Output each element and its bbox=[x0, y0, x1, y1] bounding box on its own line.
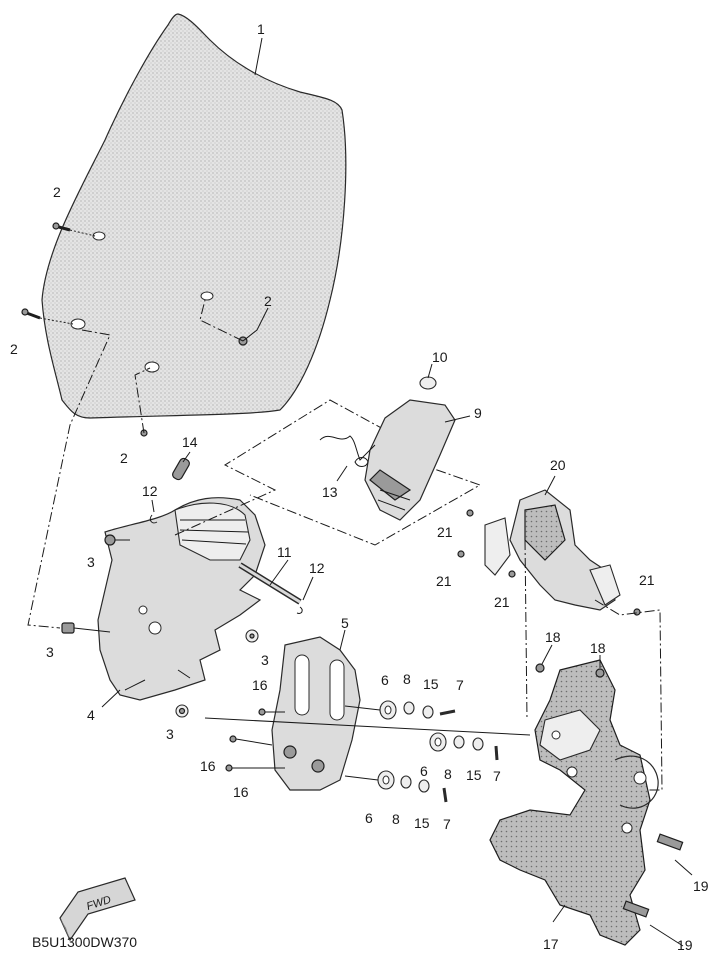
callout-12a: 12 bbox=[142, 483, 158, 499]
callout-6a: 6 bbox=[381, 672, 389, 688]
alignment-line-left bbox=[27, 329, 111, 629]
callout-6c: 6 bbox=[365, 810, 373, 826]
bolt-3b bbox=[61, 622, 111, 634]
callout-18a: 18 bbox=[545, 629, 561, 645]
side-bracket-screw-group bbox=[457, 509, 641, 616]
cowl-bolt-group bbox=[61, 534, 259, 718]
callout-20: 20 bbox=[550, 457, 566, 473]
callout-8a: 8 bbox=[403, 671, 411, 687]
callout-leader-group bbox=[101, 37, 693, 947]
adjuster-plate-part bbox=[271, 636, 361, 791]
callout-16b: 16 bbox=[200, 758, 216, 774]
fwd-arrow-icon: FWD bbox=[59, 877, 136, 942]
bolt-3c bbox=[245, 629, 259, 643]
diagram-code: B5U1300DW370 bbox=[32, 934, 137, 950]
callout-15b: 15 bbox=[466, 767, 482, 783]
callout-3b: 3 bbox=[46, 644, 54, 660]
callout-2a: 2 bbox=[53, 184, 61, 200]
callout-15c: 15 bbox=[414, 815, 430, 831]
callout-7a: 7 bbox=[456, 677, 464, 693]
callout-16a: 16 bbox=[252, 677, 268, 693]
callout-12b: 12 bbox=[309, 560, 325, 576]
callout-13: 13 bbox=[322, 484, 338, 500]
callout-21a: 21 bbox=[437, 524, 453, 540]
callout-4: 4 bbox=[87, 707, 95, 723]
callout-7c: 7 bbox=[443, 816, 451, 832]
alignment-line-right bbox=[524, 539, 663, 791]
callout-16c: 16 bbox=[233, 784, 249, 800]
callout-21c: 21 bbox=[494, 594, 510, 610]
plate-screw-group bbox=[225, 708, 285, 772]
callout-15a: 15 bbox=[423, 676, 439, 692]
screw-2d bbox=[134, 367, 151, 437]
callout-1: 1 bbox=[257, 21, 265, 37]
callout-8b: 8 bbox=[444, 766, 452, 782]
callout-3a: 3 bbox=[87, 554, 95, 570]
rod-part bbox=[238, 562, 302, 605]
callout-2d: 2 bbox=[120, 450, 128, 466]
washer-group bbox=[204, 700, 531, 803]
bolt-3d bbox=[175, 704, 189, 718]
callout-19b: 19 bbox=[677, 937, 693, 953]
side-bracket-part bbox=[484, 489, 621, 611]
screw-2a bbox=[52, 222, 96, 237]
callout-11: 11 bbox=[277, 544, 292, 560]
callout-2c: 2 bbox=[264, 293, 272, 309]
screw-2b bbox=[21, 308, 74, 325]
front-cowl-part bbox=[97, 497, 266, 701]
callout-9: 9 bbox=[474, 405, 482, 421]
spring-part bbox=[319, 435, 376, 467]
callout-6b: 6 bbox=[420, 763, 428, 779]
callout-7b: 7 bbox=[493, 768, 501, 784]
callout-18b: 18 bbox=[590, 640, 606, 656]
callout-21b: 21 bbox=[436, 573, 452, 589]
clip-part bbox=[149, 514, 303, 614]
callout-3d: 3 bbox=[166, 726, 174, 742]
callout-2b: 2 bbox=[10, 341, 18, 357]
upper-bracket-part bbox=[364, 376, 456, 521]
cap-part bbox=[172, 457, 190, 481]
bolt-3a bbox=[104, 534, 130, 546]
callout-5: 5 bbox=[341, 615, 349, 631]
callout-14: 14 bbox=[182, 434, 198, 450]
callout-21d: 21 bbox=[639, 572, 655, 588]
callout-8c: 8 bbox=[392, 811, 400, 827]
callout-labels: 1 2 2 2 2 3 3 3 3 4 5 6 6 6 7 7 7 8 8 8 … bbox=[10, 21, 709, 953]
callout-17: 17 bbox=[543, 936, 559, 952]
callout-3c: 3 bbox=[261, 652, 269, 668]
callout-19a: 19 bbox=[693, 878, 709, 894]
main-stay-part bbox=[489, 659, 684, 946]
callout-10: 10 bbox=[432, 349, 448, 365]
windshield-part bbox=[41, 13, 347, 419]
